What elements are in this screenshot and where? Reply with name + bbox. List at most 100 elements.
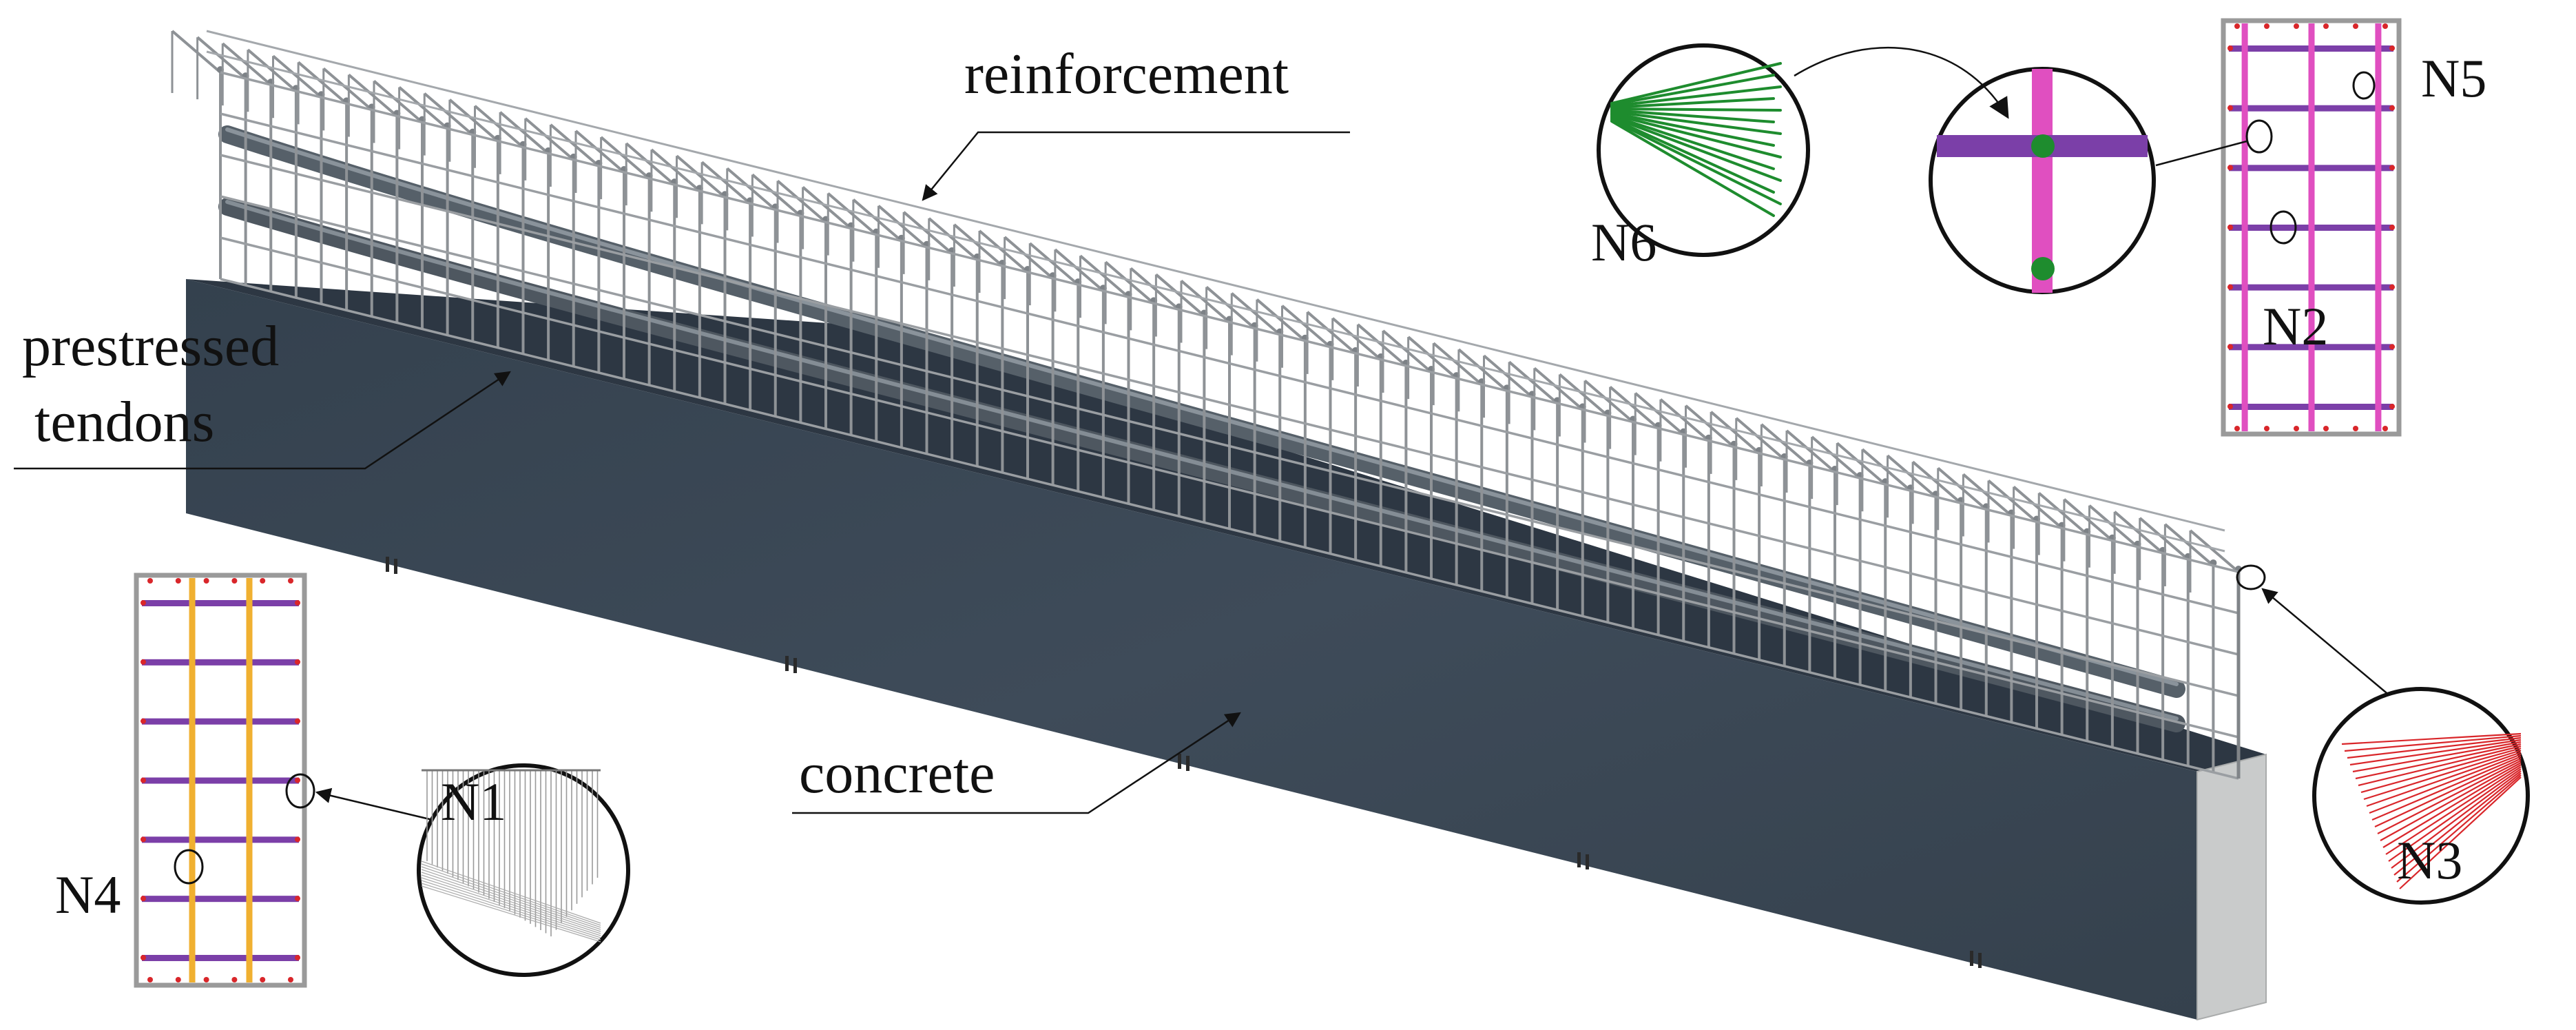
n3-fan-line xyxy=(2382,764,2522,848)
support-pin xyxy=(1186,756,1190,771)
section-top-node xyxy=(2264,23,2269,29)
n6-detail xyxy=(1597,43,2009,257)
section-top-node xyxy=(147,578,153,584)
n6-fan-line xyxy=(1610,74,1775,106)
n6-fan-line xyxy=(1610,114,1775,170)
n3-fan-line xyxy=(2360,747,2522,794)
prestressed-tendons xyxy=(218,125,2185,732)
section-top-node xyxy=(175,578,181,584)
joint-node-bottom xyxy=(2031,257,2055,280)
n1-mesh-diagonal xyxy=(421,880,601,938)
section-longitudinal xyxy=(2241,23,2248,431)
section-bottom-node xyxy=(2264,426,2269,431)
section-node xyxy=(2227,105,2233,111)
concrete-side-face xyxy=(186,279,2197,1020)
section-node xyxy=(141,836,146,843)
n1-marker xyxy=(285,773,315,809)
n3-fan-line xyxy=(2385,766,2522,855)
section-node xyxy=(2389,165,2395,171)
section-stirrup xyxy=(142,659,299,666)
n3-fan-line xyxy=(2380,762,2522,841)
tendon-upper-highlight xyxy=(225,127,2179,686)
section-node xyxy=(141,955,146,960)
concrete-top-face xyxy=(186,279,2266,772)
n1-mesh-diagonal xyxy=(421,883,601,940)
section-bottom-node xyxy=(288,977,293,982)
n6-fan-line xyxy=(1610,117,1775,194)
tendons-label: tendons xyxy=(34,390,214,454)
concrete-label: concrete xyxy=(799,741,995,805)
prestressed-label: prestressed xyxy=(22,314,279,378)
section-bottom-node xyxy=(203,977,209,982)
n3-fan-line xyxy=(2347,737,2522,759)
n6-fan-line xyxy=(1610,62,1782,105)
section-node xyxy=(2389,105,2395,111)
main-leaders xyxy=(14,131,1350,814)
n1-mesh-diagonal xyxy=(421,872,601,932)
support-pins xyxy=(386,557,1982,968)
longitudinal-bar-top xyxy=(206,50,2225,553)
joint-node-top xyxy=(2031,134,2055,158)
section-top-node xyxy=(2353,23,2358,29)
n3-fan-line xyxy=(2374,758,2522,827)
section-node xyxy=(2227,45,2233,51)
tendon-lower-highlight xyxy=(225,200,2179,721)
n6-fan-line xyxy=(1610,120,1775,217)
n3-fan-line xyxy=(2341,732,2522,745)
concrete-leader xyxy=(792,712,1241,814)
joint-detail xyxy=(1929,67,2156,294)
n6-fan-line xyxy=(1610,112,1775,147)
n3-fan-line xyxy=(2377,760,2522,834)
tendon-upper xyxy=(218,125,2185,698)
n6-fan-line xyxy=(1610,110,1782,135)
section-node xyxy=(295,836,300,843)
section-node xyxy=(295,955,300,960)
n6-fan-line xyxy=(1610,119,1782,205)
longitudinal-bar xyxy=(220,236,2239,739)
support-pin xyxy=(1178,754,1181,769)
longitudinal-bar xyxy=(220,71,2239,573)
section-bottom-node xyxy=(2294,426,2299,431)
n3-fan-line xyxy=(2349,739,2522,766)
section-bottom-node xyxy=(2234,426,2240,431)
section-bottom-node xyxy=(147,977,153,982)
n3-fan-line xyxy=(2344,734,2522,752)
concrete-end-face xyxy=(2196,753,2267,1021)
longitudinal-bar xyxy=(220,278,2239,780)
stirrup xyxy=(171,30,222,279)
n3-fan-line xyxy=(2399,776,2522,889)
longitudinal-bar-top xyxy=(206,30,2225,532)
longitudinal-bar xyxy=(220,112,2239,615)
n2-marker-top xyxy=(2245,119,2273,154)
longitudinal-bar xyxy=(220,154,2239,656)
section-top-node xyxy=(2294,23,2299,29)
support-pin xyxy=(1586,854,1589,869)
n3-fan-line xyxy=(2369,753,2522,814)
n6-fan-line xyxy=(1610,113,1782,158)
section-node xyxy=(295,896,300,902)
section-node xyxy=(2389,225,2395,230)
section-node xyxy=(2389,45,2395,51)
n5-marker xyxy=(2352,71,2376,100)
tendon-lower xyxy=(218,198,2185,732)
n6-fan-line xyxy=(1610,97,1775,109)
section-stirrup xyxy=(142,777,299,784)
section-stirrup xyxy=(142,836,299,843)
section-node xyxy=(295,718,300,724)
section-node xyxy=(141,896,146,902)
section-node xyxy=(2389,284,2395,290)
section-node xyxy=(295,777,300,783)
n3-fan-line xyxy=(2363,749,2522,801)
section-top-node xyxy=(2323,23,2329,29)
section-bottom-node xyxy=(2353,426,2358,431)
n3-fan-line xyxy=(2355,743,2522,780)
n1-detail xyxy=(417,763,630,977)
n6-fan-line xyxy=(1610,107,1782,112)
n5-label: N5 xyxy=(2421,48,2486,108)
n6-label: N6 xyxy=(1591,212,1656,272)
n1-detail-circle xyxy=(417,763,630,977)
section-node xyxy=(2227,225,2233,230)
section-node xyxy=(2227,284,2233,290)
section-top-node xyxy=(2382,23,2388,29)
section-node xyxy=(295,659,300,665)
